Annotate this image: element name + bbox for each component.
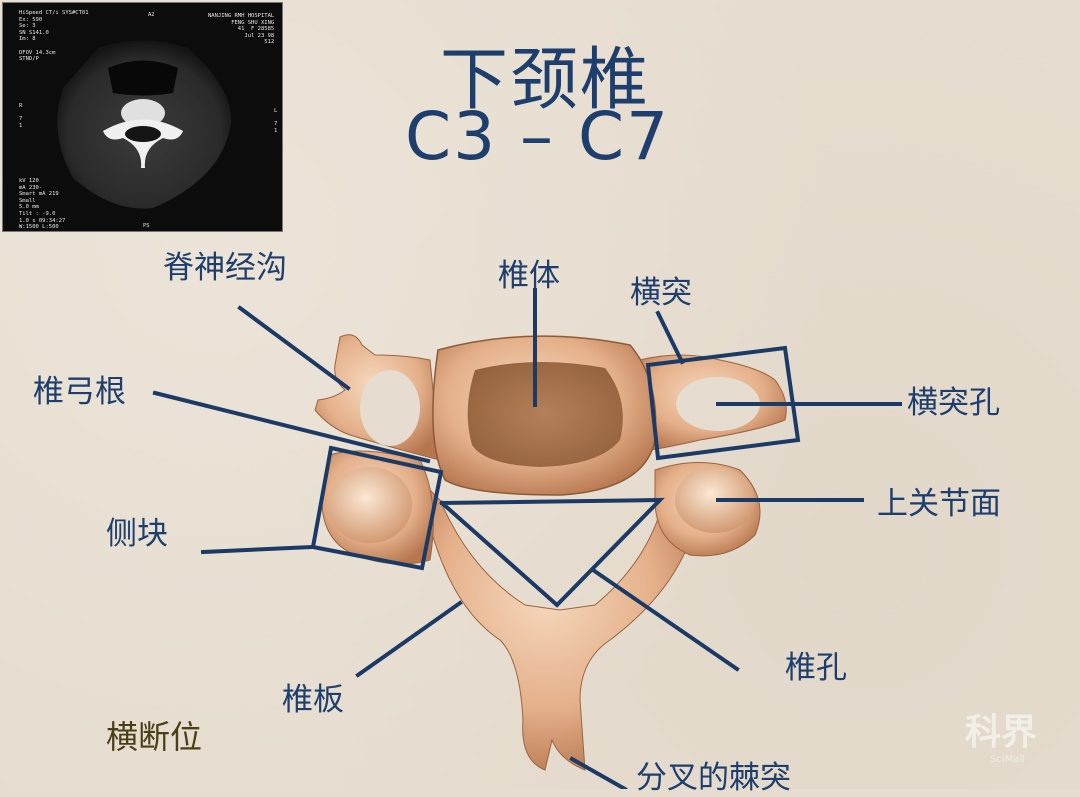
page-title: 下颈椎 bbox=[440, 41, 651, 120]
label-bifid-spinous-process: 分叉的棘突 bbox=[636, 760, 791, 796]
ct-footer-center: PS bbox=[143, 223, 150, 229]
ct-header-center: A2 bbox=[148, 12, 155, 18]
ct-footer-left: kV 120 mA 230- Smart mA 219 Small 5.0 mm… bbox=[19, 178, 66, 231]
ct-header-right: NANJING RMH HOSPITAL FENG SHU XING 41 F … bbox=[208, 13, 275, 46]
ct-left-marks: R 7 1 bbox=[19, 103, 23, 129]
label-vertebral-body: 椎体 bbox=[498, 258, 560, 294]
label-lateral-mass: 侧块 bbox=[106, 516, 168, 552]
watermark-logo: 科界 bbox=[965, 712, 1038, 753]
label-superior-articular-facet: 上关节面 bbox=[877, 486, 1001, 522]
label-vertebral-foramen: 椎孔 bbox=[785, 650, 847, 686]
label-lamina: 椎板 bbox=[282, 682, 344, 718]
watermark-subtext: SciMall bbox=[990, 754, 1025, 765]
label-spinal-nerve-groove: 脊神经沟 bbox=[163, 250, 287, 286]
label-pedicle: 椎弓根 bbox=[33, 374, 126, 410]
label-transverse-foramen: 横突孔 bbox=[907, 385, 1000, 421]
page-subtitle: C3 – C7 bbox=[405, 98, 671, 175]
ct-header-left: HiSpeed CT/i SYS#CT01 Ex: 590 Se: 3 SN S… bbox=[19, 10, 89, 63]
ct-scan-image bbox=[57, 40, 232, 209]
label-transverse-process: 横突 bbox=[630, 275, 692, 311]
ct-scan-inset: HiSpeed CT/i SYS#CT01 Ex: 590 Se: 3 SN S… bbox=[2, 2, 283, 232]
view-label: 横断位 bbox=[106, 718, 203, 756]
ct-right-marks: L 7 1 bbox=[274, 108, 278, 134]
